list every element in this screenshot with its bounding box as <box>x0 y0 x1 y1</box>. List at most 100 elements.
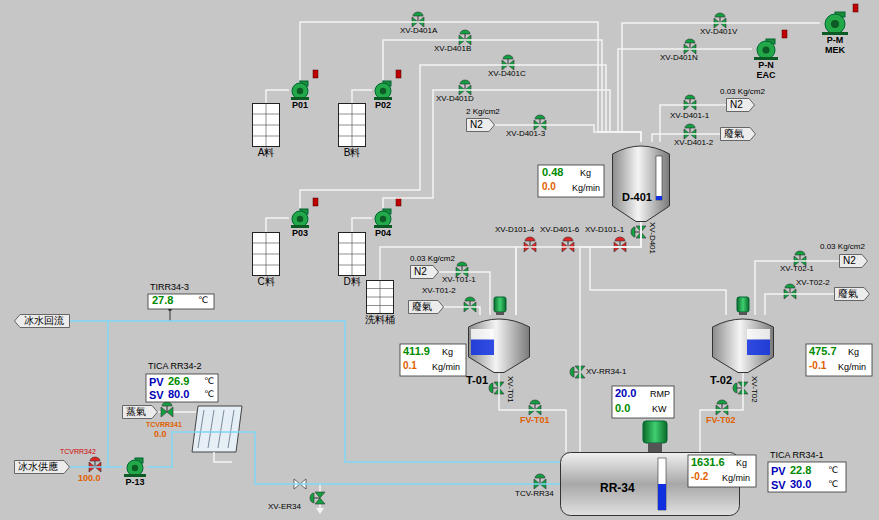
process-vessel-outline <box>712 315 774 373</box>
shape-part <box>467 119 495 132</box>
valve-actuator <box>685 95 695 99</box>
shape-part <box>835 288 870 301</box>
valve-actuator <box>310 493 314 503</box>
valve-actuator <box>503 55 513 59</box>
node-label: T-02 <box>710 375 732 386</box>
tag-name: 2 Kg/cm2 <box>466 108 500 116</box>
output-value: FV-T01 <box>520 416 550 425</box>
tag-name: TCV-RR34 <box>515 490 554 498</box>
pump-icon-outline <box>289 80 311 100</box>
valve-actuator <box>717 400 727 404</box>
shape-part <box>535 404 536 410</box>
shape-part <box>375 211 391 227</box>
process-pipe <box>755 261 839 315</box>
shape-part <box>613 146 670 222</box>
tag-name: XV-D401-6 <box>540 226 579 234</box>
shape-part <box>339 104 366 147</box>
shape-part <box>471 339 494 355</box>
valve-actuator <box>733 383 737 393</box>
tag-name: XV-D101-4 <box>495 226 534 234</box>
valve-symbol <box>502 55 514 70</box>
setpoint-value: 20.0 <box>615 388 636 399</box>
caption-text: TICA RR34-2 <box>148 362 202 371</box>
node-label: C料 <box>257 277 274 287</box>
valve-actuator <box>413 12 423 16</box>
shape-part <box>380 216 386 222</box>
shape-part <box>754 57 778 60</box>
process-vessel-outline <box>612 142 670 222</box>
setpoint-value: SV <box>771 480 786 491</box>
node-label: P01 <box>292 101 308 110</box>
setpoint-value: 30.0 <box>790 479 811 490</box>
tag-name: XV-D101-1 <box>585 226 624 234</box>
valve-actuator <box>615 237 625 241</box>
node-label: P04 <box>375 229 391 238</box>
valve-actuator <box>535 115 545 119</box>
measured-value: 0.0 <box>615 403 630 414</box>
node-label: 廢氣 <box>838 289 858 299</box>
valve-actuator <box>570 367 574 377</box>
shape-part <box>721 128 756 141</box>
pump-icon-outline <box>372 208 394 228</box>
shape-part <box>380 88 386 94</box>
valve-symbol <box>784 284 796 299</box>
node-label: EAC <box>756 71 775 80</box>
shape-part <box>374 97 392 100</box>
pump-icon: P02 <box>372 80 394 100</box>
shape-part <box>822 32 848 35</box>
shape-part <box>409 301 444 314</box>
unit-text: Kg <box>580 169 591 178</box>
rate-value: -0.2 <box>691 472 708 482</box>
valve-actuator <box>715 13 725 17</box>
shape-part <box>314 498 320 499</box>
process-pipe <box>495 125 641 142</box>
storage-tank: A料 <box>252 103 280 147</box>
setpoint-value: 80.0 <box>168 389 189 400</box>
process-pipe <box>380 247 516 315</box>
shape-part <box>790 288 791 294</box>
caption-text: ℃ <box>828 466 838 475</box>
valve-symbol <box>570 366 585 378</box>
shape-part <box>253 104 280 147</box>
node-label: B料 <box>344 148 361 158</box>
valve-actuator <box>460 80 470 84</box>
valve-actuator <box>457 262 467 266</box>
pump-icon: P-NEAC <box>752 38 780 60</box>
node-label: RR-34 <box>600 482 635 494</box>
process-pipe <box>266 218 289 232</box>
storage-tank: 洗料桶 <box>366 280 394 314</box>
tag-name: XV-D401A <box>400 27 437 35</box>
setpoint-value: SV <box>149 390 164 401</box>
valve-symbol <box>534 474 546 489</box>
node-label: 冰水回流 <box>24 316 64 326</box>
valve-symbol <box>89 457 101 472</box>
shape-part <box>375 83 391 99</box>
shape-part <box>266 104 267 146</box>
shape-part <box>620 241 621 247</box>
rate-value: 0.1 <box>403 361 417 371</box>
node-label: N2 <box>730 100 743 110</box>
shape-part <box>635 232 641 233</box>
node-label: P02 <box>375 101 391 110</box>
tag-name: XV-D401D <box>436 95 474 103</box>
pump-icon-outline <box>289 208 311 228</box>
valve-body <box>161 407 173 417</box>
output-value: 0.0 <box>154 430 167 439</box>
line-tag: N2 <box>466 118 495 132</box>
tag-name: XV-T02-2 <box>796 279 830 287</box>
shape-part <box>15 315 70 328</box>
node-label: N2 <box>414 267 427 277</box>
unit-text: Kg/min <box>572 184 600 193</box>
output-value: TCVRR341 <box>146 421 182 428</box>
process-pipe <box>444 307 480 315</box>
storage-tank: B料 <box>338 103 366 147</box>
shape-part <box>540 478 541 484</box>
shape-part <box>831 20 839 28</box>
process-pipe <box>765 294 834 315</box>
shape-part <box>656 196 662 200</box>
shape-part <box>266 233 267 275</box>
pump-icon-outline <box>752 38 780 60</box>
valve-actuator <box>489 383 493 393</box>
unit-text: Kg/min <box>722 474 750 483</box>
